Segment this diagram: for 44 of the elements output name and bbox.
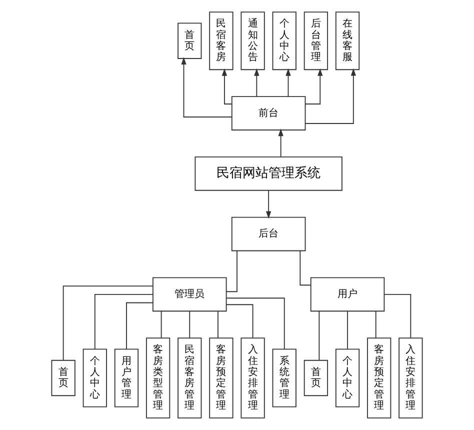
node-box: 个人中心	[335, 348, 360, 408]
connector	[226, 304, 254, 338]
connector	[347, 310, 348, 350]
node-box: 后台	[231, 216, 306, 252]
connector	[62, 286, 154, 361]
node-box: 民宿网站管理系统	[194, 156, 342, 191]
node-box: 通知公告	[240, 12, 265, 70]
connector	[94, 294, 154, 350]
node-box: 系统管理	[272, 348, 296, 408]
arrow	[181, 57, 232, 118]
node-box: 用户	[310, 277, 385, 312]
node-box: 管理员	[152, 277, 227, 312]
connector	[189, 310, 190, 338]
arrow	[286, 68, 291, 97]
node-box: 客房预定管理	[367, 338, 392, 418]
node-box: 入住安排管理	[240, 338, 265, 418]
arrow	[254, 68, 260, 97]
connector	[375, 310, 376, 338]
arrow	[266, 190, 272, 219]
connector	[160, 310, 162, 338]
node-box: 用户管理	[114, 348, 139, 408]
node-box: 客房类型管理	[146, 338, 170, 418]
arrow	[305, 68, 323, 104]
arrow	[304, 68, 356, 124]
node-box: 前台	[231, 96, 306, 130]
connector	[226, 298, 285, 350]
node-box: 客房预定管理	[209, 338, 234, 418]
node-box: 在线客服	[335, 12, 360, 70]
node-box: 首页	[178, 22, 202, 59]
node-box: 首页	[304, 360, 328, 396]
arrow	[222, 68, 232, 104]
node-box: 入住安排管理	[398, 338, 423, 418]
connector	[226, 250, 238, 292]
connector	[126, 302, 154, 350]
node-box: 个人中心	[82, 348, 107, 408]
node-box: 后台管理	[304, 12, 328, 70]
node-box: 民宿客房管理	[178, 338, 202, 418]
node-box: 个人中心	[272, 12, 296, 70]
connector	[300, 250, 312, 286]
connector	[384, 294, 412, 338]
connector	[318, 310, 320, 361]
node-box: 首页	[51, 360, 76, 396]
node-box: 民宿客房	[209, 12, 234, 70]
arrow	[278, 128, 284, 158]
